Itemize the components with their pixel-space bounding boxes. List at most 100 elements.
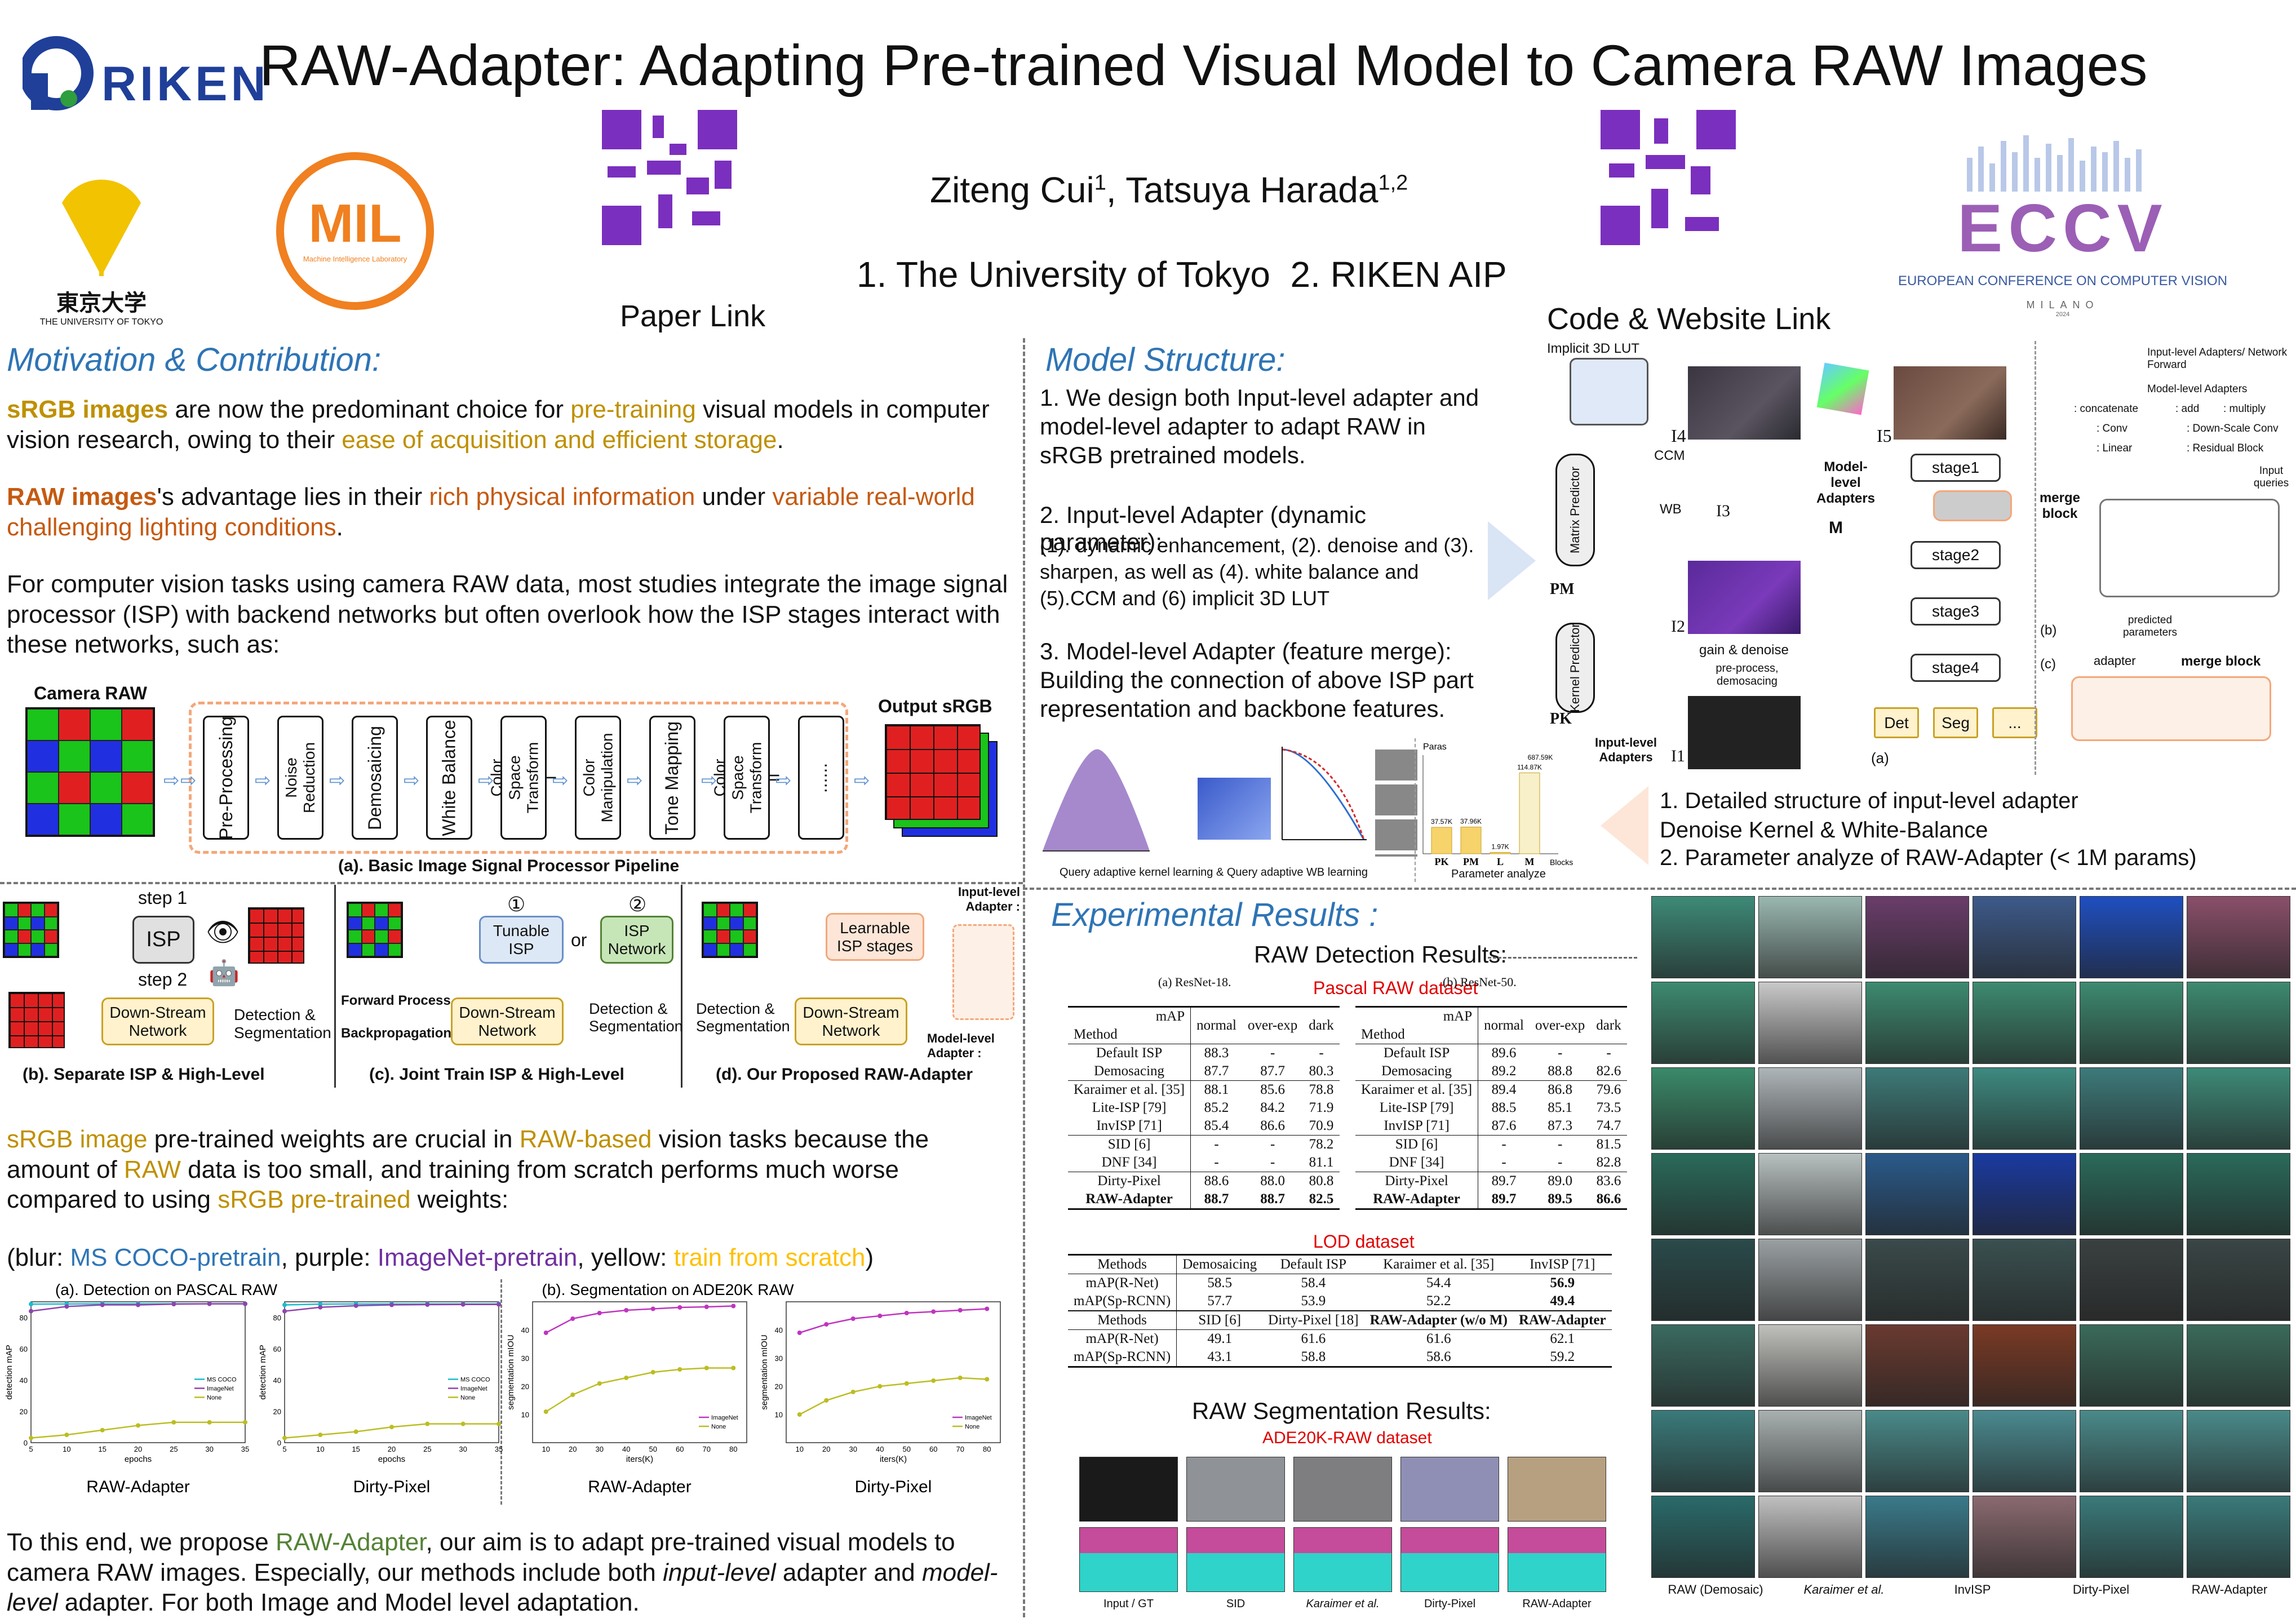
divider-right-h [1023, 888, 2296, 890]
x-tick-label: 40 [876, 1445, 884, 1453]
poster-title: RAW-Adapter: Adapting Pre-trained Visual… [259, 33, 2148, 97]
param-bar [1490, 852, 1511, 854]
input-level-adapter-label: Input-level Adapter : [958, 885, 1020, 914]
text-scratch: train from scratch [673, 1244, 866, 1271]
data-point [850, 1390, 856, 1394]
det-result-image [1758, 896, 1862, 978]
det-result-image [1651, 896, 1755, 978]
camera-raw-image [25, 707, 155, 837]
isp-stage-label: ...... [810, 762, 831, 793]
data-point [824, 1322, 829, 1327]
raw-thumb-d [702, 902, 758, 958]
code-qr-code[interactable] [1601, 110, 1736, 245]
data-point [497, 1302, 501, 1307]
motivation-p5: (blur: MS COCO-pretrain, purple: ImageNe… [7, 1243, 1010, 1273]
leg-lin: : Linear [2096, 442, 2133, 454]
wb-curve-plot [1279, 744, 1369, 845]
x-tick-label: 60 [676, 1445, 684, 1453]
det-result-image [1973, 982, 2076, 1064]
det-result-image [1651, 1153, 1755, 1235]
data-point [543, 1409, 548, 1414]
data-point [704, 1305, 709, 1309]
det-result-image [1973, 896, 2076, 978]
data-point [318, 1305, 323, 1310]
data-point [29, 1302, 33, 1307]
code-link-label[interactable]: Code & Website Link [1547, 302, 1831, 336]
arrow-left-icon [1601, 786, 1648, 865]
riken-text: RIKEN [101, 57, 269, 111]
arrow-icon: ⇨ [775, 770, 792, 791]
seg-head: Seg [1933, 707, 1978, 738]
ispnet-label: ISP Network [608, 921, 666, 957]
text-p6a: To this end, we propose [7, 1528, 276, 1556]
step1-label: step 1 [138, 888, 188, 908]
isp-stage-8: ...... [798, 716, 844, 840]
seg-caption: Dirty-Pixel [1424, 1598, 1476, 1610]
model-p2b: (1). dynamic enhancement, (2). denoise a… [1040, 534, 1474, 610]
series-line-ImageNet [799, 1308, 987, 1334]
data-point [425, 1302, 430, 1307]
learnable-isp-box: Learnable ISP stages [826, 913, 924, 961]
seg-mask-2 [1293, 1527, 1392, 1592]
x-tick-label: 20 [822, 1445, 830, 1453]
x-tick-label: 60 [929, 1445, 937, 1453]
det-result-image [1973, 1239, 2076, 1321]
y-axis-label: detection mAP [5, 1345, 14, 1400]
merge-block-box [1933, 490, 2012, 521]
isp-network-box: ISP Network [600, 916, 673, 964]
adapter-panel [952, 924, 1014, 1020]
data-point [650, 1370, 655, 1374]
x-tick-label: 30 [205, 1445, 213, 1453]
paper-qr-code[interactable] [602, 110, 737, 245]
arrow-icon: ⇨ [478, 770, 494, 791]
downstream-box-b: Down-Stream Network [101, 997, 214, 1045]
det-result-image [2080, 1067, 2183, 1150]
data-point [389, 1302, 394, 1307]
grid-caption: InvISP [1954, 1582, 1991, 1597]
x-tick-label: 10 [316, 1445, 324, 1453]
model-adapters-label: Model-level Adapters [1816, 459, 1876, 506]
fig-a-label: (a) [1871, 750, 1889, 766]
text-model-level: model-level [7, 1558, 998, 1617]
seg-heading: RAW Segmentation Results: [1192, 1398, 1491, 1424]
label-i1: I1 [1671, 747, 1685, 765]
data-point [282, 1435, 287, 1440]
x-tick-label: 50 [903, 1445, 911, 1453]
series-line-None [546, 1367, 734, 1413]
isp-stage-3: White Balance [426, 716, 472, 840]
pascal-label: Pascal RAW dataset [1313, 978, 1478, 998]
y-tick-label: 20 [20, 1407, 28, 1416]
text-p6c: , our aim is to adapt pre-trained visual… [7, 1528, 955, 1586]
seg-label: Seg [1942, 713, 1970, 731]
affiliations: 1. The University of Tokyo 2. RIKEN AIP [857, 254, 1507, 295]
x-tick-label: 35 [495, 1445, 503, 1453]
x-tick-label: 25 [170, 1445, 178, 1453]
chart-caption: Dirty-Pixel [353, 1478, 431, 1496]
y-tick-label: 40 [775, 1326, 783, 1334]
data-point [136, 1302, 140, 1307]
paper-link-label[interactable]: Paper Link [620, 299, 766, 333]
author-1-sup: 1 [1094, 171, 1106, 195]
text-p1d: visual models in computer vision researc… [7, 396, 990, 454]
legend-label: MS COCO [460, 1377, 490, 1383]
robot-icon: 🤖 [209, 959, 240, 987]
learnable-label: Learnable ISP stages [837, 919, 913, 955]
output-srgb-label: Output sRGB [878, 696, 992, 716]
backprop-label: Backpropagation [341, 1026, 452, 1041]
data-point [425, 1421, 430, 1426]
data-point [136, 1423, 140, 1428]
isp-stage-2: Demosaicing [352, 716, 398, 840]
text-rich: rich physical information [429, 483, 695, 511]
caption-a-isp: (a). Basic Image Signal Processor Pipeli… [338, 857, 680, 875]
det-result-image [1651, 1239, 1755, 1321]
y-tick-label: 30 [521, 1354, 529, 1363]
det-result-image [2080, 1153, 2183, 1235]
